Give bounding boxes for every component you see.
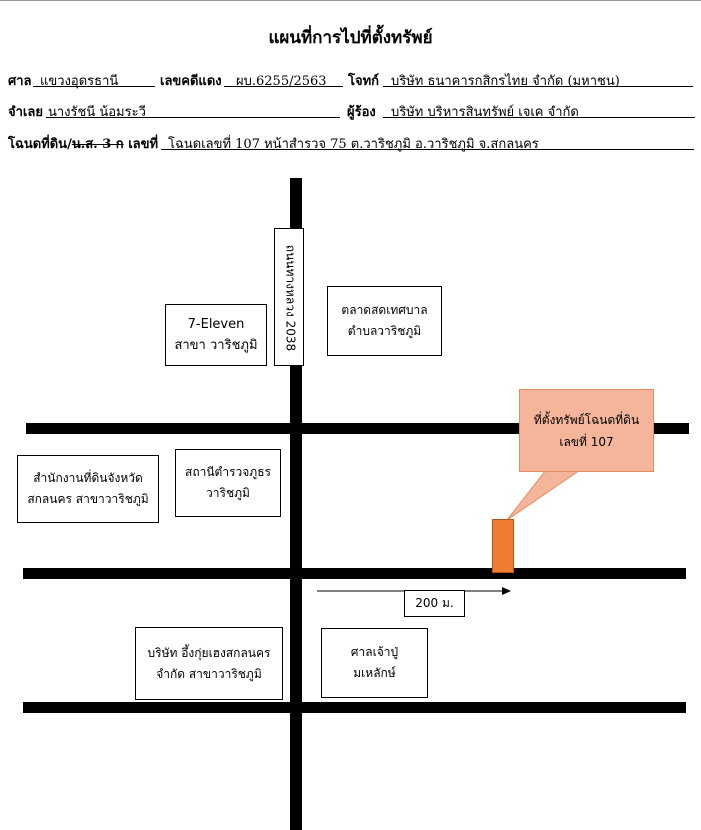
land-office-line2: สกลนคร สาขาวาริชภูมิ bbox=[27, 492, 149, 506]
court-value: แขวงอุดรธานี bbox=[40, 74, 119, 89]
landmark-land-office: สำนักงานที่ดินจังหวัด สกลนคร สาขาวาริชภู… bbox=[17, 455, 159, 523]
highway-label-box: ถนนทางหลวง 2038 bbox=[274, 228, 304, 366]
company-line2: จำกัด สาขาวาริชภูมิ bbox=[156, 666, 262, 681]
market-line2: ตำบลวาริชภูมิ bbox=[347, 324, 422, 338]
property-callout-line2: เลขที่ 107 bbox=[559, 434, 614, 449]
landmark-company: บริษัท อึ้งกุ่ยเฮงสกลนคร จำกัด สาขาวาริช… bbox=[135, 627, 283, 700]
seven-eleven-name: 7-Eleven bbox=[187, 317, 245, 332]
deed-label-a: โฉนดที่ดิน/ bbox=[8, 137, 72, 152]
buyer-underline bbox=[383, 117, 695, 118]
page-title: แผนที่การไปที่ตั้งทรัพย์ bbox=[268, 28, 433, 48]
court-label: ศาล bbox=[8, 74, 32, 89]
plaintiff-label: โจทก์ bbox=[348, 74, 380, 89]
police-line1: สถานีตำรวจภูธร bbox=[185, 465, 271, 479]
road-horizontal-upper bbox=[26, 423, 689, 434]
case-no-label: เลขคดีแดง bbox=[160, 74, 222, 89]
case-no-underline bbox=[224, 86, 343, 87]
case-no-value: ผบ.6255/2563 bbox=[236, 74, 327, 89]
seven-eleven-branch: สาขา วาริชภูมิ bbox=[174, 338, 258, 353]
shrine-line2: มเหลักษ์ bbox=[353, 666, 396, 680]
property-location-marker bbox=[492, 519, 514, 573]
deed-label-struck: น.ส. 3 ก bbox=[71, 137, 124, 152]
landmark-seven-eleven: 7-Eleven สาขา วาริชภูมิ bbox=[165, 304, 267, 366]
defendant-value: นางรัชนี น้อมระวี bbox=[48, 105, 146, 120]
road-horizontal-middle bbox=[23, 568, 686, 579]
company-line1: บริษัท อึ้งกุ่ยเฮงสกลนคร bbox=[147, 645, 271, 660]
market-line1: ตลาดสดเทศบาล bbox=[341, 303, 428, 317]
distance-label: 200 ม. bbox=[415, 596, 454, 610]
deed-value: โฉนดเลขที่ 107 หน้าสำรวจ 75 ต.วาริชภูมิ … bbox=[168, 137, 539, 152]
top-border-line bbox=[0, 0, 701, 1]
landmark-shrine: ศาลเจ้าปู่ มเหลักษ์ bbox=[321, 628, 428, 698]
deed-label-b: เลขที่ bbox=[128, 137, 159, 152]
property-callout-line1: ที่ตั้งทรัพย์โฉนดที่ดิน bbox=[533, 412, 640, 427]
property-callout: ที่ตั้งทรัพย์โฉนดที่ดิน เลขที่ 107 bbox=[519, 389, 654, 472]
landmark-municipal-market: ตลาดสดเทศบาล ตำบลวาริชภูมิ bbox=[327, 286, 442, 356]
deed-underline bbox=[161, 149, 694, 150]
police-line2: วาริชภูมิ bbox=[206, 486, 250, 500]
deed-label: โฉนดที่ดิน/น.ส. 3 ก เลขที่ bbox=[8, 133, 158, 154]
road-horizontal-lower bbox=[23, 702, 686, 713]
callout-pointer bbox=[506, 469, 582, 521]
distance-arrow-head-icon bbox=[502, 587, 511, 595]
buyer-label: ผู้ร้อง bbox=[347, 105, 376, 120]
plaintiff-value: บริษัท ธนาคารกสิกรไทย จำกัด (มหาชน) bbox=[391, 74, 620, 89]
landmark-police-station: สถานีตำรวจภูธร วาริชภูมิ bbox=[175, 449, 281, 517]
buyer-value: บริษัท บริหารสินทรัพย์ เจเค จำกัด bbox=[391, 105, 579, 120]
defendant-label: จำเลย bbox=[8, 105, 43, 120]
shrine-line1: ศาลเจ้าปู่ bbox=[350, 645, 399, 659]
defendant-underline bbox=[46, 117, 340, 118]
plaintiff-underline bbox=[383, 86, 693, 87]
court-underline bbox=[33, 86, 155, 87]
land-office-line1: สำนักงานที่ดินจังหวัด bbox=[33, 471, 143, 485]
distance-label-box: 200 ม. bbox=[404, 590, 465, 617]
